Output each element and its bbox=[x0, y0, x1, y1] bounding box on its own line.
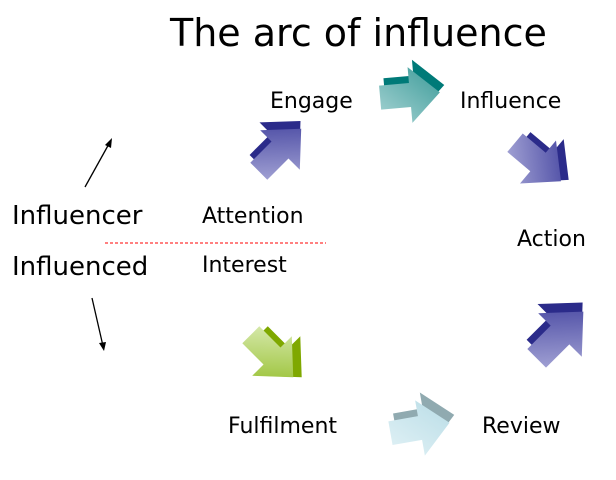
arrow-influence-icon bbox=[377, 57, 447, 126]
label-interest: Interest bbox=[202, 253, 287, 278]
label-action: Action bbox=[517, 227, 586, 252]
arrow-engage-icon bbox=[238, 101, 322, 192]
label-influencer: Influencer bbox=[12, 201, 143, 231]
label-review: Review bbox=[482, 414, 561, 439]
arrow-attention-icon bbox=[230, 314, 322, 398]
label-attention: Attention bbox=[202, 204, 304, 229]
label-influenced: Influenced bbox=[12, 252, 149, 282]
arrow-action-icon bbox=[497, 119, 587, 203]
arrow-review-icon bbox=[514, 280, 606, 381]
label-engage: Engage bbox=[270, 89, 353, 114]
down-arrow-icon bbox=[91, 297, 106, 351]
diagram-title: The arc of influence bbox=[170, 11, 547, 55]
up-arrow-icon bbox=[84, 138, 112, 188]
label-influence: Influence bbox=[460, 89, 562, 114]
arrow-fulfilment-icon bbox=[385, 387, 460, 461]
label-fulfilment: Fulfilment bbox=[228, 414, 338, 439]
